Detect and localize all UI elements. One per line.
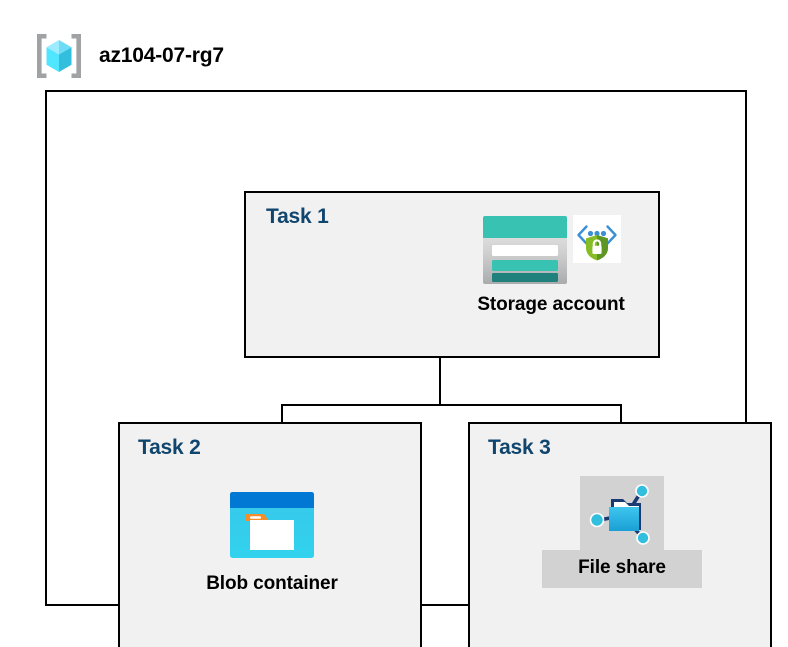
node-storage-account[interactable]: Storage account: [443, 215, 659, 316]
node-blob-container[interactable]: Blob container: [166, 490, 378, 595]
task-1-label: Task 1: [266, 205, 329, 228]
blob-container-caption: Blob container: [206, 573, 338, 594]
resource-group-title: az104-07-rg7: [99, 44, 224, 67]
file-share-icon: [589, 484, 650, 545]
task-panel-3[interactable]: Task 3: [468, 422, 772, 647]
task-panel-2[interactable]: Task 2: [118, 422, 422, 647]
secure-endpoint-shield-icon: [572, 215, 621, 263]
azure-resource-group-icon: [37, 34, 81, 78]
storage-account-icon-row: [482, 215, 621, 289]
node-file-share[interactable]: File share: [516, 476, 728, 588]
diagram-title-row: az104-07-rg7: [33, 30, 453, 82]
connector-horizontal-bus: [281, 404, 622, 406]
file-share-icon-highlight: [580, 476, 664, 551]
storage-account-icon: [482, 216, 567, 284]
task-panel-1[interactable]: Task 1: [244, 191, 660, 358]
connector-storage-to-bus: [439, 358, 441, 406]
resource-group-boundary: Task 1: [45, 90, 772, 647]
file-share-caption: File share: [578, 557, 666, 578]
storage-account-caption: Storage account: [477, 294, 625, 315]
blob-container-icon: [230, 492, 314, 558]
task-3-label: Task 3: [488, 436, 551, 459]
task-2-label: Task 2: [138, 436, 201, 459]
file-share-caption-highlight: File share: [542, 550, 702, 588]
